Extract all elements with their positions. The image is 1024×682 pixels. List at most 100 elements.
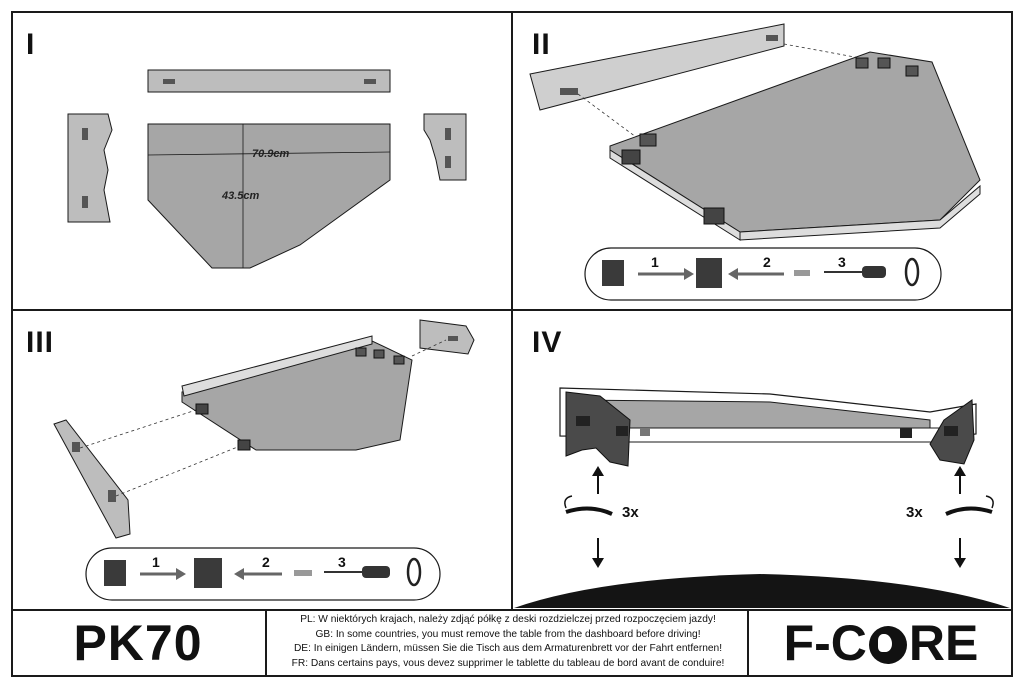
- arrow-up-right-head: [954, 466, 966, 476]
- safety-warning: PL: W niektórych krajach, należy zdjąć p…: [270, 613, 746, 671]
- left-bracket-mounted: [565, 391, 631, 467]
- p3-step-2: 2: [262, 554, 270, 570]
- guide-line-3-bottom: [115, 445, 241, 497]
- repeat-right: 3x: [906, 504, 923, 521]
- p3-step-1: 1: [152, 554, 160, 570]
- rail-clip-left: [560, 88, 578, 95]
- left-bracket-iso: [53, 419, 131, 539]
- arrow-down-right-head: [954, 558, 966, 568]
- brand-text-left: F-C: [783, 615, 867, 671]
- brand-text-right: RE: [908, 615, 979, 671]
- guide-line-3-top: [79, 409, 197, 449]
- ring-icon-3: [406, 557, 422, 587]
- clip-front-left: [621, 149, 641, 165]
- brand-logo: F-C RE: [752, 612, 1010, 674]
- repeat-left: 3x: [622, 504, 639, 521]
- shelf-side-edge: [739, 184, 981, 241]
- ring-icon: [904, 257, 920, 287]
- twist-icon-right: [945, 506, 993, 516]
- rail-slot-right: [364, 79, 376, 84]
- p2-step-3: 3: [838, 254, 846, 270]
- rail-slot-left: [163, 79, 175, 84]
- panel-1-parts: [67, 69, 467, 269]
- globe-icon: [868, 626, 907, 664]
- arrow-step-1-3-head: [176, 568, 186, 580]
- panel-3-assembly: [53, 319, 475, 539]
- clip-4-4: [900, 428, 912, 438]
- shelf-isometric: [609, 51, 981, 233]
- dimension-line-width: [147, 151, 391, 156]
- clip-3-back-2: [373, 349, 385, 359]
- clip-back-2: [877, 57, 891, 69]
- clip-assembled-icon-3: [194, 558, 222, 588]
- guide-line-left: [577, 93, 641, 141]
- shelf-iso-3: [181, 339, 413, 451]
- clip-icon: [602, 260, 624, 286]
- warning-fr: FR: Dans certains pays, vous devez suppr…: [291, 657, 725, 669]
- right-bracket-part: [423, 113, 467, 181]
- panel-3-steps-diagram: [85, 547, 441, 601]
- panel-2-label: II: [532, 28, 551, 61]
- right-bracket-slot-top: [445, 128, 451, 140]
- warning-gb: GB: In some countries, you must remove t…: [315, 628, 701, 640]
- rotate-icon-left: [564, 495, 573, 509]
- right-bracket-iso: [419, 319, 475, 355]
- clip-back-3: [905, 65, 919, 77]
- clip-4-1: [576, 416, 590, 426]
- screwdriver-handle-icon-3: [362, 566, 390, 578]
- clip-top-left: [639, 133, 657, 147]
- screwdriver-handle-icon: [862, 266, 886, 278]
- clip-front-right: [703, 207, 725, 225]
- panel-3-label: III: [26, 326, 55, 359]
- clip-3-left: [195, 403, 209, 415]
- twist-icon-left: [565, 506, 613, 516]
- rotate-icon-right: [985, 495, 994, 509]
- dashboard-surface: [514, 574, 1010, 608]
- clip-icon-3: [104, 560, 126, 586]
- guide-line-3-right: [411, 339, 447, 357]
- right-bracket-iso-slot: [448, 336, 458, 341]
- right-bracket-slot-bottom: [445, 156, 451, 168]
- shelf-top-part: [147, 123, 391, 269]
- left-bracket-slot-bottom: [82, 196, 88, 208]
- clip-4-5: [944, 426, 958, 436]
- clip-4-2: [616, 426, 628, 436]
- panel-2-assembly: [529, 23, 981, 241]
- panel-4-label: IV: [532, 326, 563, 359]
- front-rail-part: [147, 69, 391, 93]
- panel-1-label: I: [26, 28, 36, 61]
- warning-de: DE: In einigen Ländern, müssen Sie die T…: [293, 643, 723, 655]
- p2-step-1: 1: [651, 254, 659, 270]
- rail-clip-right: [766, 35, 778, 41]
- guide-line-right: [783, 43, 861, 59]
- left-bracket-iso-slot-bottom: [108, 490, 116, 502]
- mounted-rail: [599, 427, 941, 443]
- height-dimension: 43.5cm: [222, 190, 260, 202]
- clip-assembled-icon: [696, 258, 722, 288]
- screw-icon: [794, 270, 810, 276]
- p2-step-2: 2: [763, 254, 771, 270]
- left-bracket-part: [67, 113, 113, 223]
- arrow-up-left-head: [592, 466, 604, 476]
- arrow-step-2-head: [728, 268, 738, 280]
- clip-3-front: [237, 439, 251, 451]
- panel-2-steps-diagram: [584, 247, 942, 301]
- model-number: PK70: [73, 615, 203, 671]
- width-dimension: 70.9cm: [252, 148, 290, 160]
- arrow-step-1-head: [684, 268, 694, 280]
- clip-back-1: [855, 57, 869, 69]
- rail-iso-3: [181, 335, 373, 397]
- clip-3-back-3: [393, 355, 405, 365]
- panel-4-mounting: [514, 387, 1010, 608]
- warning-pl: PL: W niektórych krajach, należy zdjąć p…: [300, 614, 716, 625]
- screw-icon-3: [294, 570, 312, 576]
- left-bracket-slot-top: [82, 128, 88, 140]
- left-bracket-iso-slot-top: [72, 442, 80, 452]
- p3-step-3: 3: [338, 554, 346, 570]
- rail-isometric: [529, 23, 785, 111]
- arrow-step-2-3-head: [234, 568, 244, 580]
- clip-3-back-1: [355, 347, 367, 357]
- arrow-down-left-head: [592, 558, 604, 568]
